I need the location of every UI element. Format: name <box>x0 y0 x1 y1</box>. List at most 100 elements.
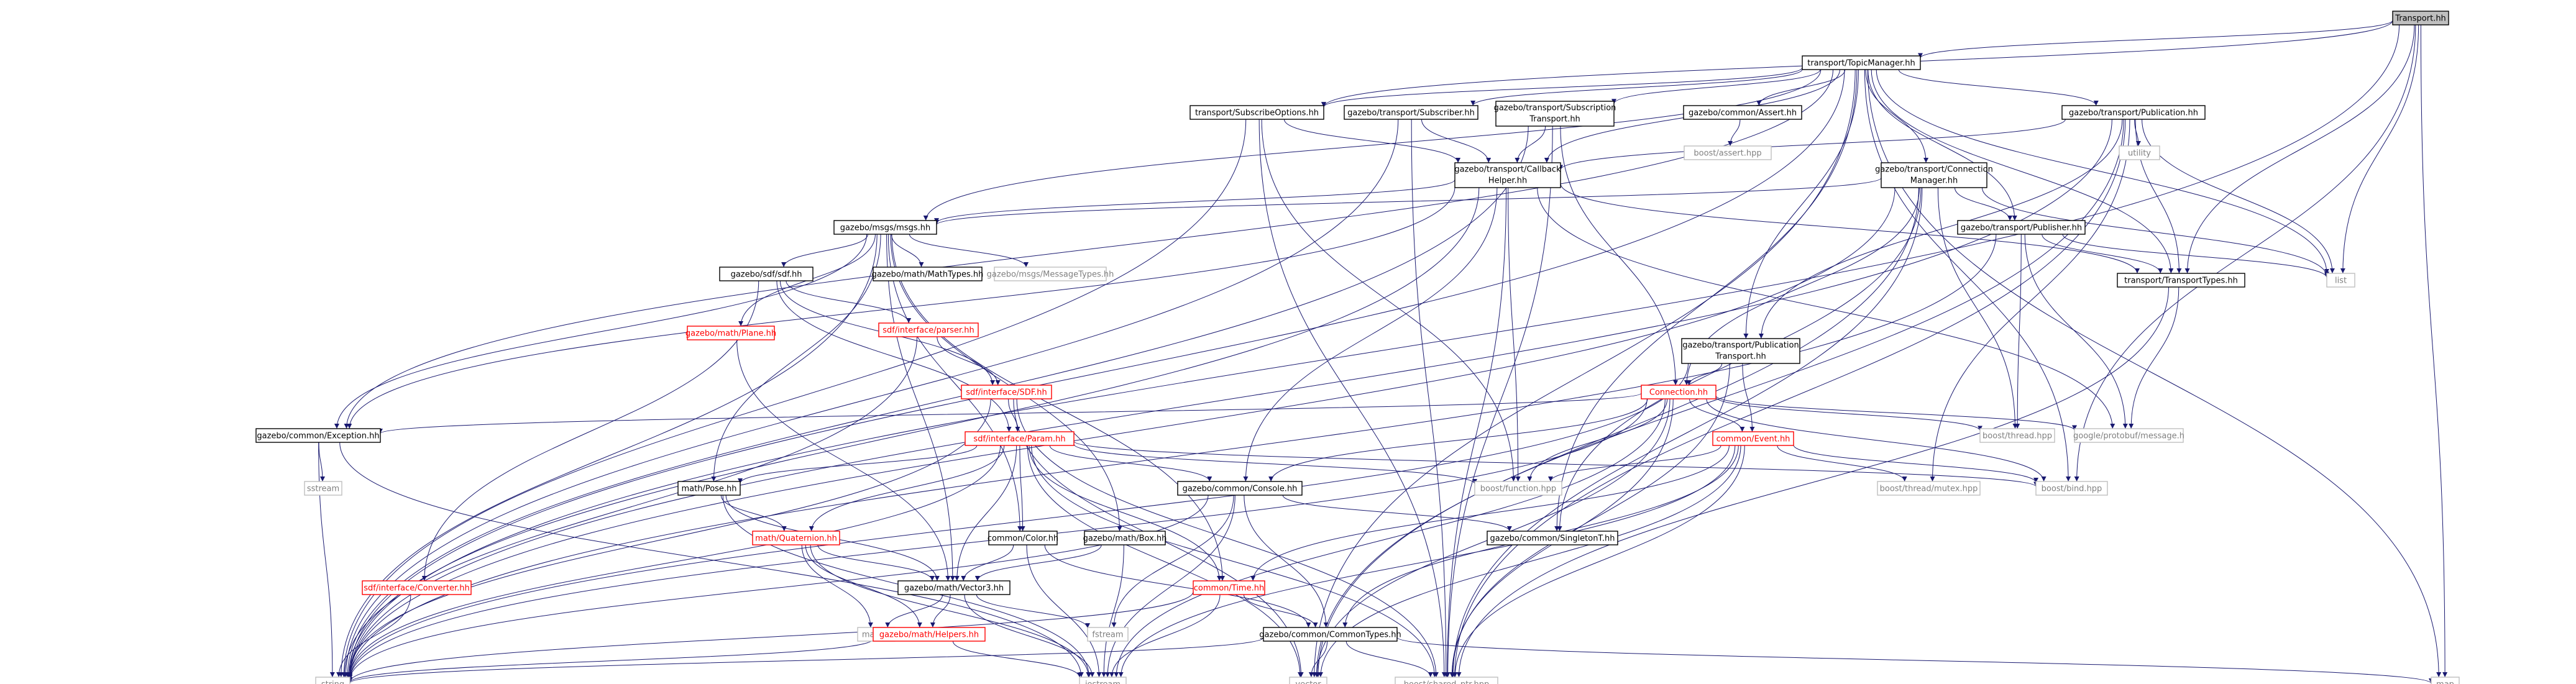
node-label: boost/thread/mutex.hpp <box>1880 485 1978 494</box>
node-quaternion[interactable]: math/Quaternion.hh <box>752 531 840 545</box>
edge-callbackhelper-to-msgs <box>934 179 1455 224</box>
edge-pubtransport-to-connection <box>1686 363 1723 386</box>
edge-callbackhelper-to-protobuf <box>1537 187 2115 429</box>
node-label: gazebo/msgs/msgs.hh <box>840 224 931 233</box>
node-parser[interactable]: sdf/interface/parser.hh <box>878 322 979 337</box>
edge-param-to-shared_ptr <box>1031 445 1437 678</box>
edge-layer <box>318 20 2448 684</box>
edge-topicmanager-to-exception <box>344 69 1833 429</box>
node-subscribeoptions[interactable]: transport/SubscribeOptions.hh <box>1189 105 1324 120</box>
node-label: boost/assert.hpp <box>1694 149 1761 158</box>
edge-sdf_hh-to-param <box>776 280 1012 432</box>
node-msgs[interactable]: gazebo/msgs/msgs.hh <box>833 220 937 235</box>
node-iostream: iostream <box>1079 677 1127 684</box>
edge-event-to-boost_mutex <box>1777 445 1907 482</box>
node-label: vector <box>1295 680 1321 684</box>
node-box[interactable]: gazebo/math/Box.hh <box>1083 531 1167 545</box>
edge-topicmanager-to-vector <box>1311 69 1856 678</box>
edge-connection-to-boost_thread <box>1715 396 1982 431</box>
node-exception[interactable]: gazebo/common/Exception.hh <box>255 428 381 443</box>
node-pose[interactable]: math/Pose.hh <box>677 481 741 496</box>
edge-plane-to-vector3 <box>736 339 951 581</box>
node-helpers[interactable]: gazebo/math/Helpers.hh <box>873 627 986 642</box>
edge-commontypes-to-shared_ptr <box>1345 641 1433 678</box>
node-label: math/Quaternion.hh <box>755 534 837 544</box>
edge-transport_hh-to-topicmanager <box>1918 20 2393 58</box>
edge-param-to-pose <box>738 445 978 484</box>
edge-helpers-to-iostream <box>952 641 1082 678</box>
edge-msgs-to-messagetypes <box>909 234 1029 268</box>
edge-quaternion-to-helpers <box>805 544 922 628</box>
node-label: boost/shared_ptr.hpp <box>1404 680 1490 684</box>
node-commontypes[interactable]: gazebo/common/CommonTypes.hh <box>1259 627 1401 642</box>
edge-msgs-to-sdf_hh <box>781 234 868 268</box>
node-connection[interactable]: Connection.hh <box>1641 385 1717 399</box>
edge-console-to-commontypes <box>1244 495 1329 628</box>
node-event[interactable]: common/Event.hh <box>1712 431 1794 446</box>
node-vector: vector <box>1289 677 1327 684</box>
node-sdf_hh[interactable]: gazebo/sdf/sdf.hh <box>719 267 814 281</box>
edge-box-to-iostream <box>1101 544 1124 678</box>
node-label: sdf/interface/SDF.hh <box>966 388 1047 398</box>
edge-topicmanager-to-subscriptiontransport <box>1611 69 1821 104</box>
node-boost_assert: boost/assert.hpp <box>1684 145 1772 160</box>
node-mathtypes[interactable]: gazebo/math/MathTypes.hh <box>872 267 984 281</box>
edge-connection-to-boost_bind <box>1706 398 2047 482</box>
node-vector3[interactable]: gazebo/math/Vector3.hh <box>897 580 1011 595</box>
node-transport_hh[interactable]: Transport.hh <box>2392 11 2449 25</box>
node-color[interactable]: common/Color.hh <box>988 531 1058 545</box>
edge-quaternion-to-iostream <box>810 544 1091 678</box>
node-time[interactable]: common/Time.hh <box>1193 580 1265 595</box>
edge-subscribeoptions-to-shared_ptr <box>1258 119 1447 678</box>
node-publication[interactable]: gazebo/transport/Publication.hh <box>2061 105 2206 120</box>
edge-callbackhelper-to-string <box>346 187 1480 678</box>
edge-topicmanager-to-list <box>1876 69 2329 274</box>
edge-connectionmanager-to-boost_thread <box>1937 187 2018 429</box>
node-label: boost/thread.hpp <box>1982 432 2052 441</box>
node-subscriptiontransport[interactable]: gazebo/transport/SubscriptionTransport.h… <box>1494 101 1616 127</box>
node-label: gazebo/math/Box.hh <box>1083 534 1167 544</box>
edge-msgs-to-box <box>890 234 1122 532</box>
edge-msgs-to-color <box>887 234 1023 532</box>
node-label: fstream <box>1092 631 1123 640</box>
node-shared_ptr: boost/shared_ptr.hpp <box>1395 677 1498 684</box>
node-label: string <box>321 680 344 684</box>
edge-callbackhelper-to-boost_function <box>1508 187 1521 482</box>
edge-time-to-string <box>347 591 1194 683</box>
node-assert_hh[interactable]: gazebo/common/Assert.hh <box>1683 105 1802 120</box>
node-label: Transport.hh <box>2395 14 2446 24</box>
node-singletont[interactable]: gazebo/common/SingletonT.hh <box>1487 531 1618 545</box>
edge-topicmanager-to-transporttypes <box>1871 69 2174 274</box>
edge-msgs-to-mathtypes <box>891 234 924 268</box>
node-label: Helper.hh <box>1488 176 1527 186</box>
edge-pubtransport-to-shared_ptr <box>1450 363 1730 678</box>
node-subscriber[interactable]: gazebo/transport/Subscriber.hh <box>1344 105 1478 120</box>
node-publisher[interactable]: gazebo/transport/Publisher.hh <box>1957 220 2086 235</box>
edge-connectionmanager-to-shared_ptr <box>1451 187 1923 678</box>
edge-sdf_hh-to-parser <box>786 280 912 324</box>
node-param[interactable]: sdf/interface/Param.hh <box>965 431 1075 446</box>
node-label: gazebo/transport/Connection <box>1875 165 1993 175</box>
node-transporttypes[interactable]: transport/TransportTypes.hh <box>2117 273 2245 288</box>
node-label: gazebo/transport/Publication.hh <box>2069 109 2198 118</box>
edge-publication-to-transporttypes <box>2135 119 2182 274</box>
node-label: gazebo/math/Helpers.hh <box>879 631 979 640</box>
node-label: gazebo/common/CommonTypes.hh <box>1259 631 1401 640</box>
node-label: google/protobuf/message.h <box>2073 432 2184 441</box>
edge-console-to-iostream <box>1105 495 1235 678</box>
node-sdfsdf[interactable]: sdf/interface/SDF.hh <box>961 385 1052 399</box>
node-plane[interactable]: gazebo/math/Plane.hh <box>685 326 776 340</box>
node-protobuf: google/protobuf/message.h <box>2073 428 2184 443</box>
edge-commontypes-to-map <box>1396 637 2434 684</box>
edge-param-to-time <box>1029 445 1222 581</box>
node-converter[interactable]: sdf/interface/Converter.hh <box>362 580 472 595</box>
edge-subscriptiontransport-to-shared_ptr <box>1445 125 1553 678</box>
node-topicmanager[interactable]: transport/TopicManager.hh <box>1802 55 1921 70</box>
node-console[interactable]: gazebo/common/Console.hh <box>1177 481 1303 496</box>
edge-color-to-iostream <box>1026 544 1102 678</box>
edge-subscribeoptions-to-boost_function <box>1261 119 1516 482</box>
node-label: transport/SubscribeOptions.hh <box>1195 109 1319 118</box>
